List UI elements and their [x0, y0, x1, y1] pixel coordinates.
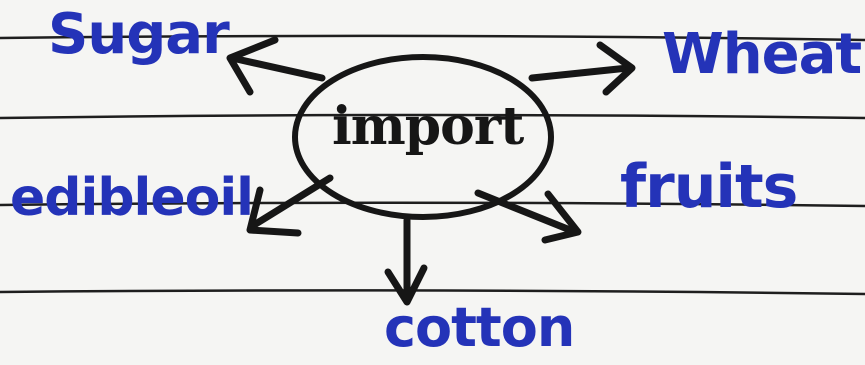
rule-line: [0, 289, 865, 296]
ruled-lines: [0, 34, 865, 296]
arrow-head-edible-oil: [246, 186, 302, 237]
arrow-head-wheat: [596, 41, 636, 96]
rule-line: [0, 113, 865, 120]
arrow-to-sugar: [228, 54, 326, 82]
arrow-head-fruits: [541, 190, 582, 244]
center-label: import: [332, 96, 524, 157]
branch-label-edible-oil: edibleoil: [10, 168, 254, 228]
branch-label-sugar: Sugar: [48, 2, 230, 67]
rule-line: [0, 34, 865, 42]
arrow-to-edible-oil: [250, 174, 334, 229]
center-ellipse: [292, 54, 554, 220]
arrow-to-fruits: [474, 189, 579, 236]
arrow-head-cotton: [384, 264, 428, 306]
rule-line: [0, 201, 865, 208]
branch-label-wheat: Wheat: [662, 22, 862, 87]
arrow-to-wheat: [528, 64, 632, 82]
arrow-head-sugar: [226, 36, 279, 96]
branch-label-cotton: cotton: [384, 296, 575, 359]
arrows: [226, 36, 636, 306]
branch-label-fruits: fruits: [620, 152, 798, 222]
